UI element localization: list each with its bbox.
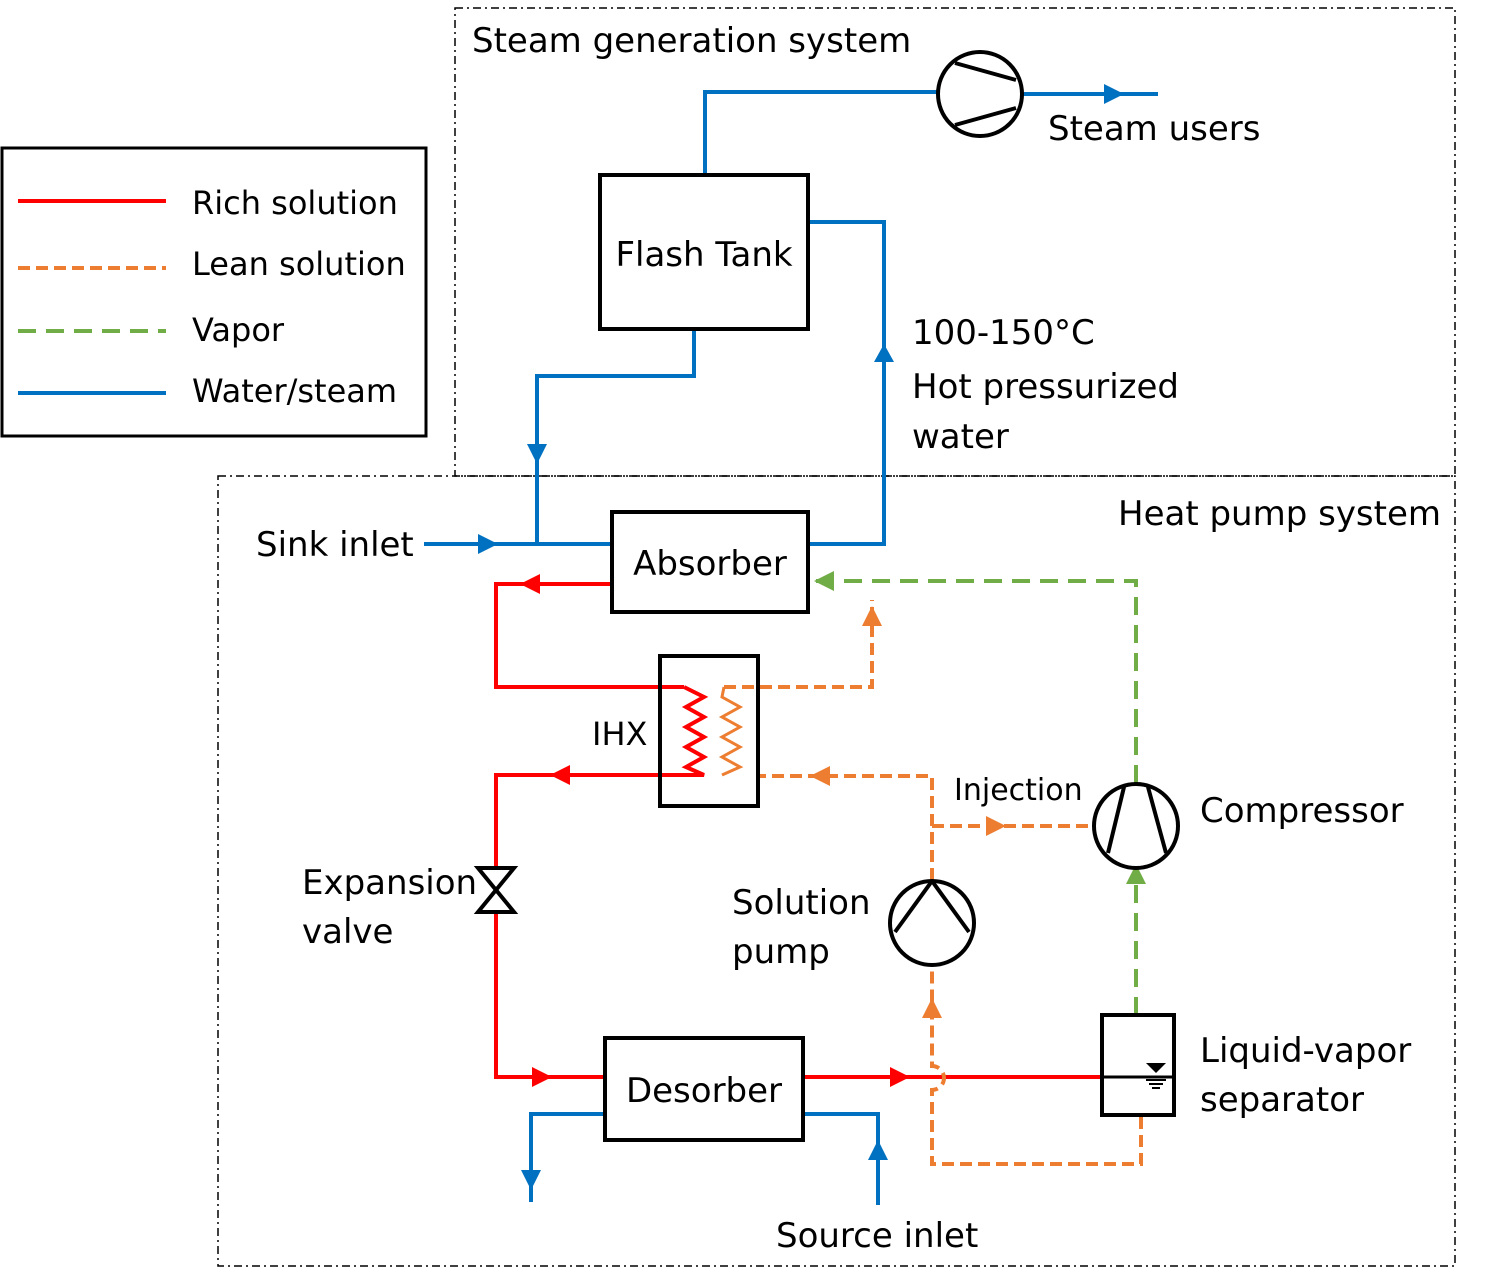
solution-pump-label-1: Solution bbox=[732, 883, 871, 923]
heat-pump-system-label: Heat pump system bbox=[1118, 494, 1441, 534]
arrow-hot-water bbox=[874, 344, 894, 362]
steam-line-to-valve bbox=[703, 90, 938, 175]
desorber: Desorber bbox=[603, 1036, 805, 1142]
arrow-rich-2 bbox=[550, 765, 570, 785]
solution-pump-label-2: pump bbox=[732, 932, 830, 972]
arrow-rich-4 bbox=[890, 1067, 910, 1087]
vapor-lines bbox=[812, 571, 1146, 1015]
heat-pump-system-boundary bbox=[217, 475, 1456, 1267]
separator-label-2: separator bbox=[1200, 1080, 1364, 1120]
expansion-valve-label-2: valve bbox=[302, 912, 393, 952]
absorber-label: Absorber bbox=[633, 544, 787, 584]
absorber: Absorber bbox=[610, 510, 810, 614]
desorber-label: Desorber bbox=[626, 1071, 782, 1111]
legend-box bbox=[0, 146, 428, 438]
arrow-rich-3 bbox=[532, 1067, 552, 1087]
legend: Rich solution Lean solution Vapor Water/… bbox=[0, 146, 428, 438]
compressor-icon bbox=[1092, 782, 1180, 870]
liquid-level-icon bbox=[1146, 1063, 1166, 1073]
rich-line-valve-to-desorber bbox=[494, 912, 605, 1079]
hot-water-label-2: water bbox=[912, 417, 1009, 457]
source-inlet-label: Source inlet bbox=[776, 1216, 978, 1256]
compressor-label: Compressor bbox=[1200, 791, 1404, 831]
arrow-steam-users bbox=[1104, 84, 1124, 104]
arrow-lean-pump-in bbox=[922, 998, 942, 1018]
liquid-vapor-separator bbox=[1100, 1013, 1176, 1117]
arrow-source-outlet bbox=[521, 1170, 541, 1190]
hot-water-label-1: Hot pressurized bbox=[912, 367, 1179, 407]
rich-line-ihx-to-valve bbox=[494, 773, 684, 868]
injection-label: Injection bbox=[954, 773, 1083, 808]
lean-line-separator-to-pump bbox=[930, 965, 1143, 1166]
solution-pump-icon bbox=[888, 879, 976, 967]
legend-label-rich: Rich solution bbox=[192, 184, 398, 222]
steam-system-label: Steam generation system bbox=[472, 21, 911, 61]
flash-tank-label: Flash Tank bbox=[615, 235, 792, 275]
lean-line-ihx-to-absorber bbox=[724, 600, 874, 689]
source-inlet-line bbox=[803, 1112, 880, 1205]
ihx-rich-coil bbox=[681, 685, 709, 777]
water-steam-lines bbox=[424, 84, 1158, 1205]
hot-water-temp-label: 100-150°C bbox=[912, 313, 1095, 353]
arrow-sink-inlet bbox=[478, 534, 498, 554]
source-outlet-line bbox=[529, 1112, 605, 1202]
hot-water-line bbox=[808, 220, 886, 546]
ihx-lean-coil bbox=[718, 686, 744, 777]
arrow-vapor-absorber bbox=[814, 571, 834, 591]
expansion-valve-label-1: Expansion bbox=[302, 863, 477, 903]
sink-inlet-label: Sink inlet bbox=[256, 525, 414, 565]
arrow-lean-absorber bbox=[862, 606, 882, 626]
arrow-vapor-compressor bbox=[1126, 864, 1146, 884]
legend-label-water: Water/steam bbox=[192, 372, 397, 410]
separator-label-1: Liquid-vapor bbox=[1200, 1031, 1411, 1071]
rich-line-absorber-to-ihx bbox=[494, 582, 684, 689]
legend-label-lean: Lean solution bbox=[192, 245, 406, 283]
arrow-return bbox=[527, 444, 547, 464]
arrow-lean-ihx-in bbox=[810, 766, 830, 786]
expansion-valve-icon bbox=[473, 866, 519, 914]
arrow-rich-1 bbox=[520, 574, 540, 594]
arrow-injection bbox=[986, 816, 1006, 836]
arrow-source-inlet bbox=[868, 1140, 888, 1160]
steam-compressor-icon bbox=[936, 50, 1024, 138]
steam-users-label: Steam users bbox=[1048, 109, 1260, 149]
steam-system-boundary bbox=[454, 7, 1456, 477]
ihx: IHX bbox=[592, 654, 760, 808]
legend-label-vapor: Vapor bbox=[192, 311, 285, 349]
vapor-line-compressor-to-absorber bbox=[812, 579, 1138, 783]
rich-solution-lines bbox=[494, 574, 1102, 1087]
lean-solution-lines bbox=[718, 600, 1143, 1166]
lean-line-pump-to-ihx bbox=[760, 774, 934, 880]
ihx-label: IHX bbox=[592, 715, 647, 753]
flash-tank: Flash Tank bbox=[598, 173, 810, 331]
